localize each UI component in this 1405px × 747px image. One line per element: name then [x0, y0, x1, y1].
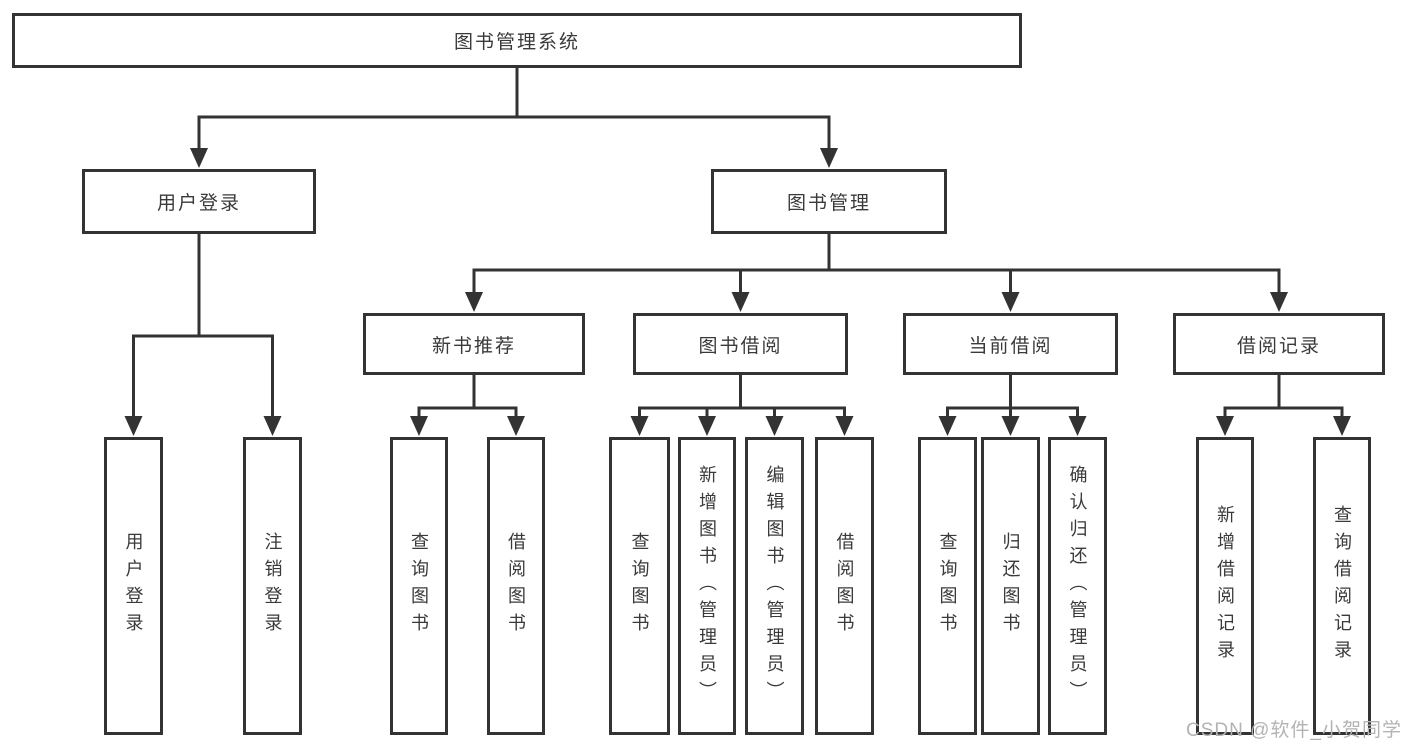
arrowhead-icon	[1001, 292, 1020, 312]
leaf-borrow-add-books-admin: 新增图书（管理员）	[678, 437, 736, 735]
node-new-book-recommend: 新书推荐	[363, 313, 585, 375]
node-current-borrow: 当前借阅	[903, 313, 1118, 375]
arrowhead-icon	[630, 416, 649, 436]
csdn-watermark: CSDN @软件_小贺同学	[1186, 720, 1402, 741]
arrowhead-icon	[1001, 416, 1020, 436]
leaf-user-login: 用户登录	[104, 437, 163, 735]
node-book-borrow: 图书借阅	[633, 313, 848, 375]
node-root-library-system: 图书管理系统	[12, 13, 1022, 68]
arrowhead-icon	[1333, 416, 1351, 436]
leaf-borrow-query-books: 查询图书	[609, 437, 670, 735]
arrowhead-icon	[938, 416, 957, 436]
leaf-recommend-query-books: 查询图书	[390, 437, 448, 735]
arrowhead-icon	[190, 148, 208, 168]
arrowhead-icon	[124, 416, 143, 436]
arrowhead-icon	[263, 416, 282, 436]
node-borrow-records: 借阅记录	[1173, 313, 1385, 375]
node-user-login: 用户登录	[82, 169, 316, 234]
leaf-records-query-record: 查询借阅记录	[1313, 437, 1371, 735]
arrowhead-icon	[698, 416, 716, 436]
arrowhead-icon	[465, 292, 483, 312]
leaf-current-confirm-return-admin: 确认归还（管理员）	[1048, 437, 1107, 735]
arrowhead-icon	[731, 292, 750, 312]
leaf-borrow-edit-books-admin: 编辑图书（管理员）	[745, 437, 804, 735]
leaf-records-add-record: 新增借阅记录	[1196, 437, 1254, 735]
arrowhead-icon	[1068, 416, 1087, 436]
leaf-current-return-books: 归还图书	[981, 437, 1040, 735]
arrowhead-icon	[835, 416, 854, 436]
node-book-management: 图书管理	[711, 169, 947, 234]
arrowhead-icon	[507, 416, 525, 436]
arrowhead-icon	[1216, 416, 1234, 436]
arrowhead-icon	[1270, 292, 1288, 312]
leaf-borrow-borrow-books: 借阅图书	[815, 437, 874, 735]
leaf-logout: 注销登录	[243, 437, 302, 735]
leaf-recommend-borrow-books: 借阅图书	[487, 437, 545, 735]
arrowhead-icon	[820, 148, 838, 168]
arrowhead-icon	[410, 416, 428, 436]
arrowhead-icon	[765, 416, 784, 436]
leaf-current-query-books: 查询图书	[918, 437, 977, 735]
